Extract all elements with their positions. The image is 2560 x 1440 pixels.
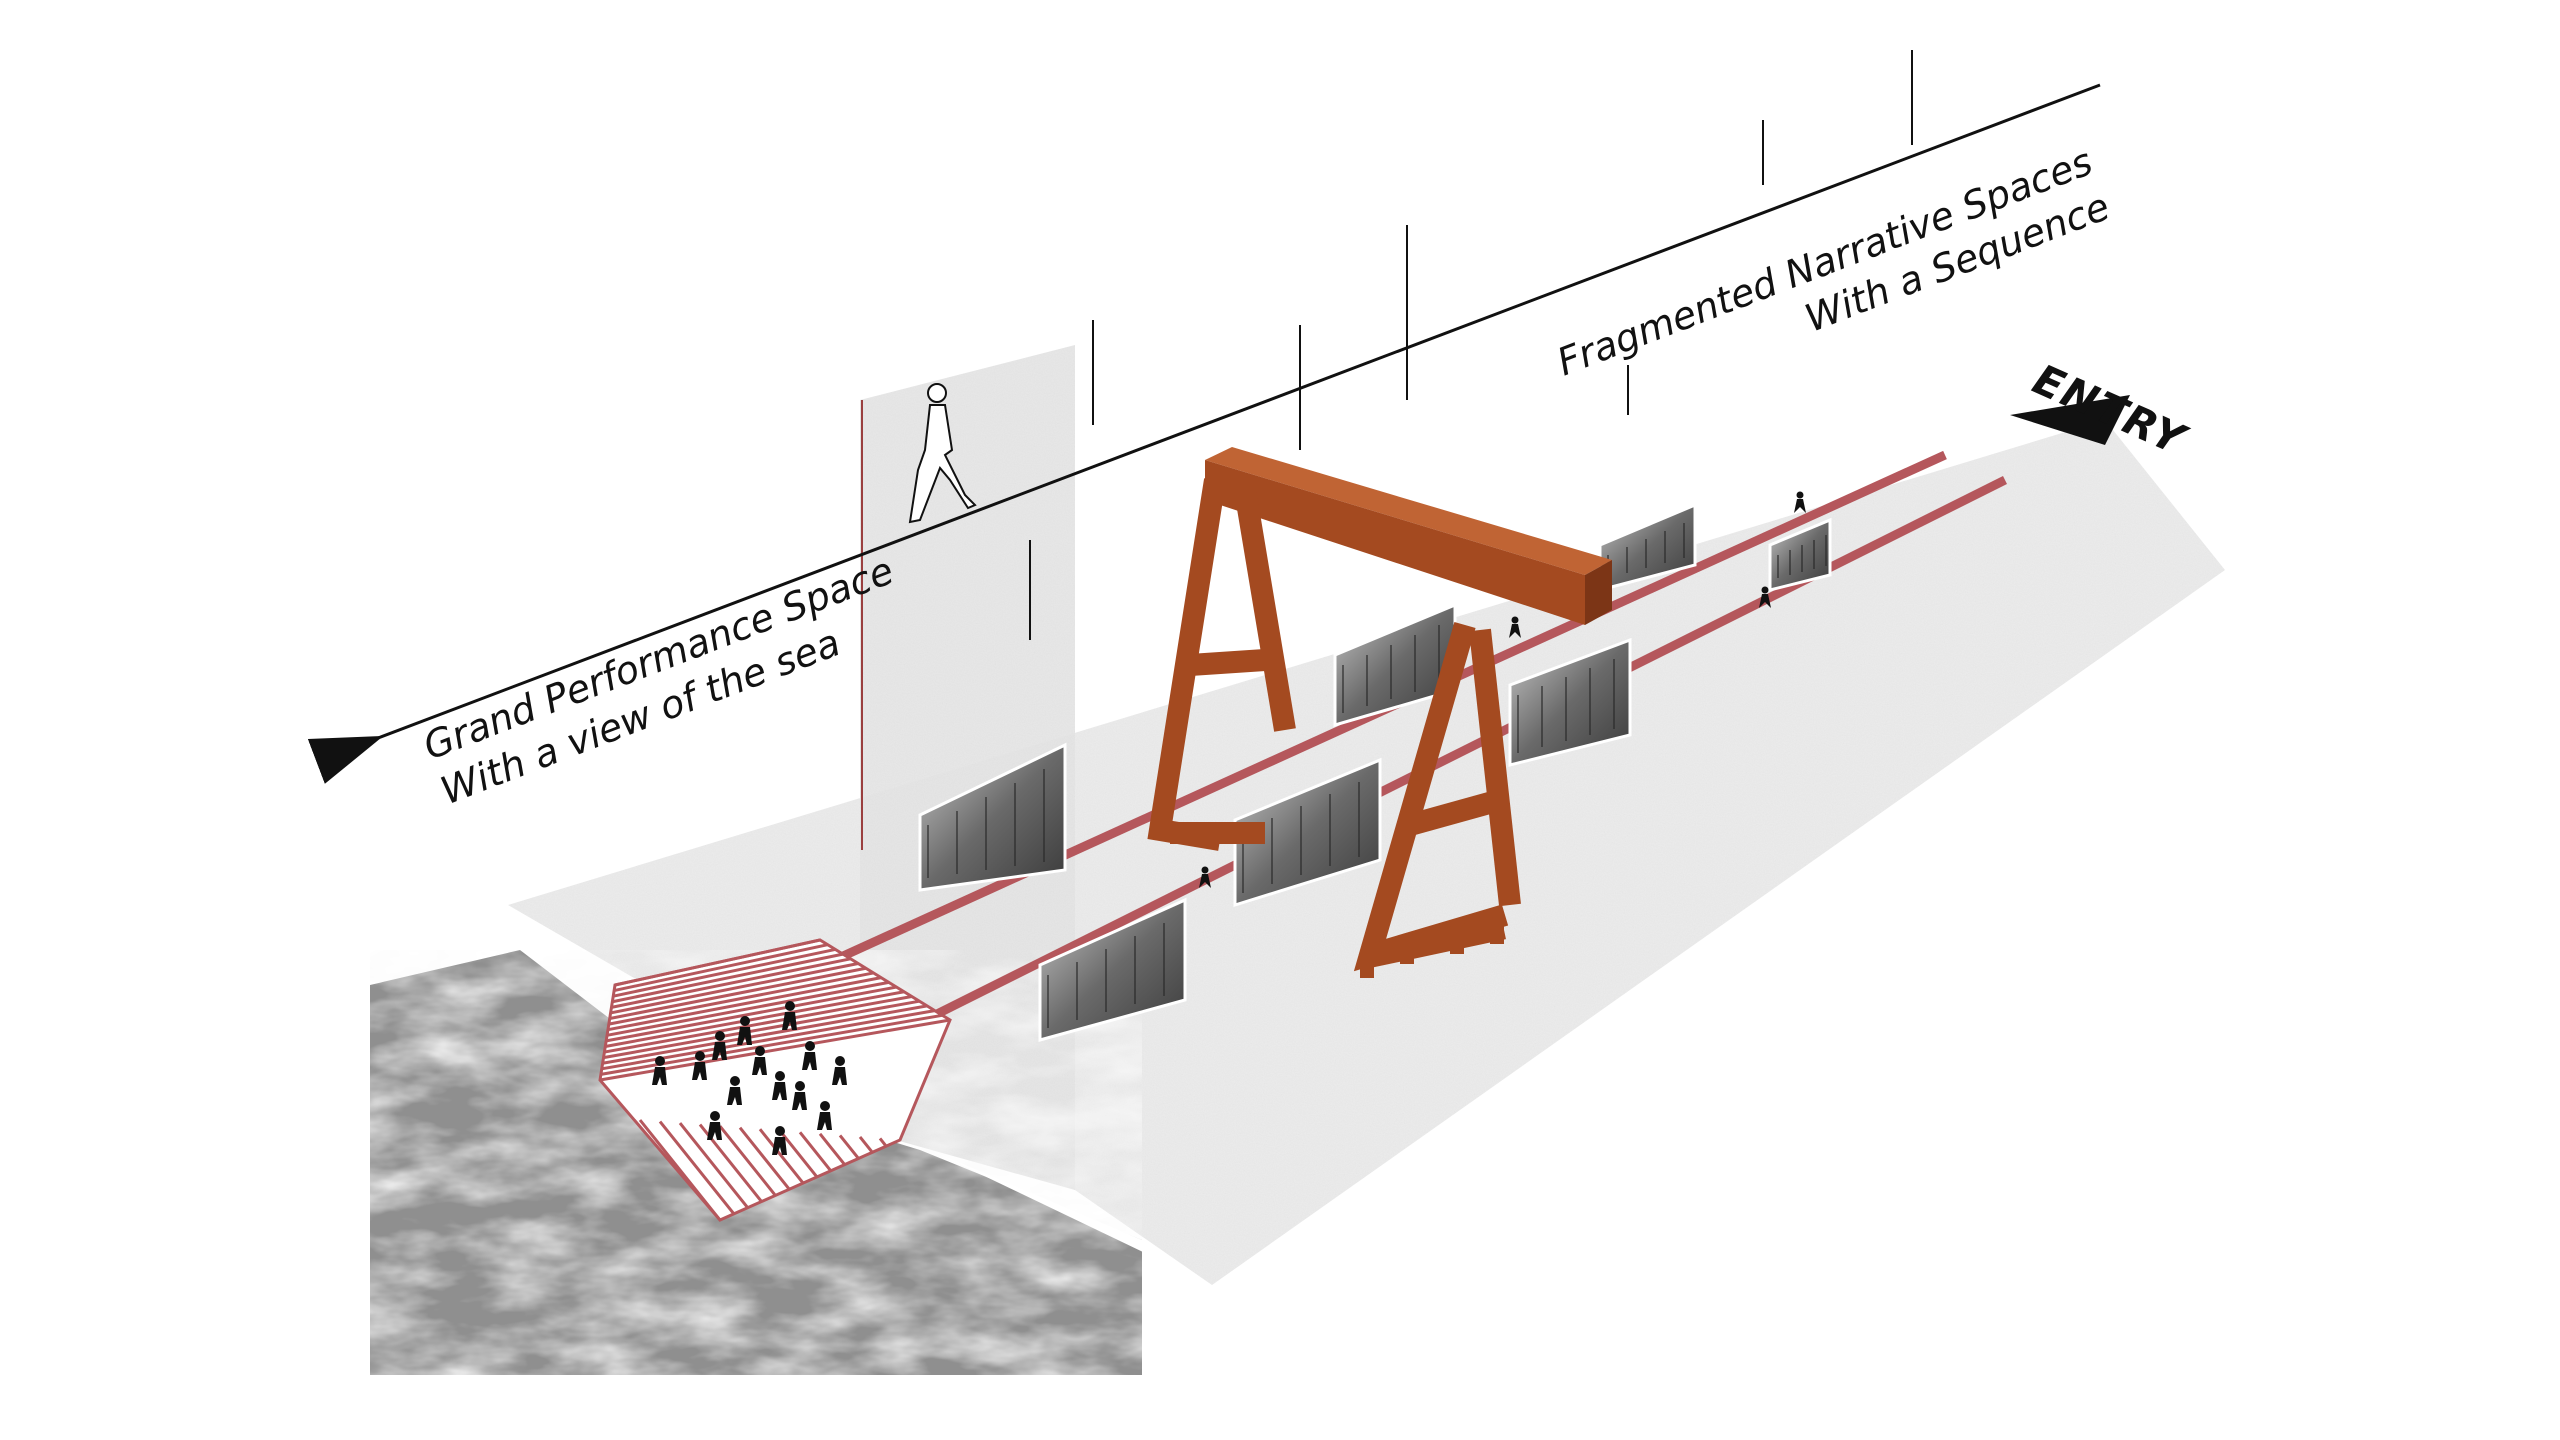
step-line xyxy=(604,994,913,1054)
walker-figure xyxy=(1199,866,1211,888)
step-line xyxy=(610,962,859,1015)
person-figure xyxy=(752,1046,767,1075)
sequence-axis-arrow xyxy=(307,83,2101,784)
person-figure xyxy=(832,1056,847,1085)
photo-panel xyxy=(1768,517,1832,592)
step-line xyxy=(608,971,874,1026)
step-line xyxy=(818,1132,846,1166)
person-figure xyxy=(802,1041,817,1070)
gantry-beam-top xyxy=(1205,447,1612,575)
step-line xyxy=(858,1135,874,1154)
photo-panel xyxy=(1038,897,1187,1042)
step-line xyxy=(614,938,821,987)
walker-figure xyxy=(1509,616,1521,638)
person-figure xyxy=(692,1051,707,1080)
step-line xyxy=(605,990,905,1048)
person-figure xyxy=(737,1016,752,1045)
step-line xyxy=(602,1004,928,1065)
step-line xyxy=(738,1126,791,1191)
gantry-crane xyxy=(1147,447,1612,978)
step-line xyxy=(678,1122,749,1209)
step-line xyxy=(638,1119,722,1221)
gantry-beam-side xyxy=(1205,460,1585,625)
person-figure xyxy=(707,1111,722,1140)
step-line xyxy=(603,999,920,1060)
person-figure xyxy=(817,1101,832,1130)
walking-person-outline xyxy=(908,383,977,524)
step-line xyxy=(798,1131,832,1172)
step-line xyxy=(838,1134,860,1160)
walker-figure xyxy=(1759,586,1771,608)
photo-panels xyxy=(918,502,1832,1042)
step-line xyxy=(605,985,897,1043)
people-figures xyxy=(652,491,1806,1155)
walker-figure xyxy=(1794,491,1806,513)
left-label: Grand Performance Space With a view of t… xyxy=(417,548,899,813)
wall-plane xyxy=(860,345,1075,1190)
step-line xyxy=(611,957,851,1009)
person-figure xyxy=(772,1126,787,1155)
step-line xyxy=(658,1120,736,1215)
photo-panel xyxy=(918,742,1067,892)
step-line xyxy=(607,976,882,1032)
step-line xyxy=(758,1128,805,1185)
person-figure xyxy=(727,1076,742,1105)
step-line xyxy=(612,952,844,1004)
photo-panel xyxy=(1508,637,1632,767)
step-line xyxy=(612,947,836,998)
step-line xyxy=(609,966,867,1021)
step-line xyxy=(878,1137,888,1148)
step-line xyxy=(718,1125,777,1197)
step-line xyxy=(613,943,828,993)
right-label: Fragmented Narrative Spaces With a Seque… xyxy=(1551,139,2115,384)
person-figure xyxy=(792,1081,807,1110)
amphitheater-steps xyxy=(598,938,952,1222)
person-figure xyxy=(782,1001,797,1030)
step-line xyxy=(606,980,890,1037)
person-figure xyxy=(712,1031,727,1060)
photo-panel xyxy=(1233,757,1382,908)
person-figure xyxy=(652,1056,667,1085)
person-figure xyxy=(772,1071,787,1100)
step-line xyxy=(778,1129,819,1178)
